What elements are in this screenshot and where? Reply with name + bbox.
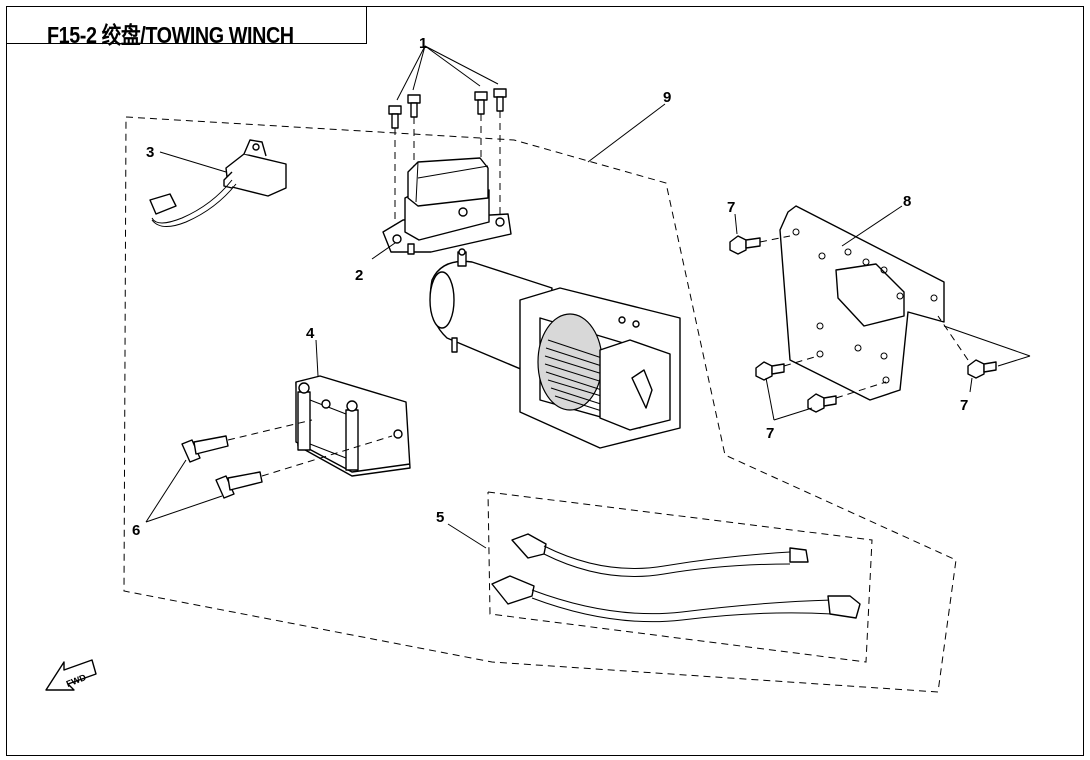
bolt-1a [388, 105, 402, 129]
callout-1: 1 [419, 35, 427, 52]
callout-7-right: 7 [960, 397, 968, 414]
part-1-bolts [388, 88, 507, 235]
part-2-control-box [382, 157, 512, 255]
part-8-mount-plate [779, 205, 945, 401]
callout-4: 4 [306, 325, 315, 342]
callout-2: 2 [355, 267, 363, 284]
part-6-fairlead-bolts [181, 419, 393, 499]
callout-5: 5 [436, 509, 444, 526]
part-3-relay-module [149, 139, 287, 227]
callout-3: 3 [146, 144, 154, 161]
bolt-6b [215, 471, 263, 499]
part-5-group-box [487, 491, 873, 663]
callout-7-bottom: 7 [766, 425, 774, 442]
part-5-battery-cables [491, 533, 861, 623]
bolt-7c [807, 393, 837, 413]
bolt-7d [967, 359, 997, 379]
bolt-1d [493, 88, 507, 112]
bolt-7b [755, 361, 785, 381]
part-7-plate-bolts [729, 235, 997, 413]
callout-6: 6 [132, 522, 140, 539]
bolt-1c [474, 91, 488, 115]
bolt-6a [181, 435, 229, 463]
title-box: F15-2 绞盘/TOWING WINCH [6, 6, 367, 48]
assembly-boundary [123, 116, 957, 693]
part-4-roller-fairlead [295, 375, 411, 477]
bolt-7a [729, 235, 761, 255]
callout-9: 9 [663, 89, 671, 106]
page-title: F15-2 绞盘/TOWING WINCH [47, 22, 294, 48]
drawing-frame [6, 6, 1084, 756]
callout-8: 8 [903, 193, 911, 210]
bolt-1b [407, 94, 421, 118]
callout-7-top: 7 [727, 199, 735, 216]
winch-assembly [429, 248, 681, 449]
forward-arrow-icon: FWD [45, 659, 97, 691]
